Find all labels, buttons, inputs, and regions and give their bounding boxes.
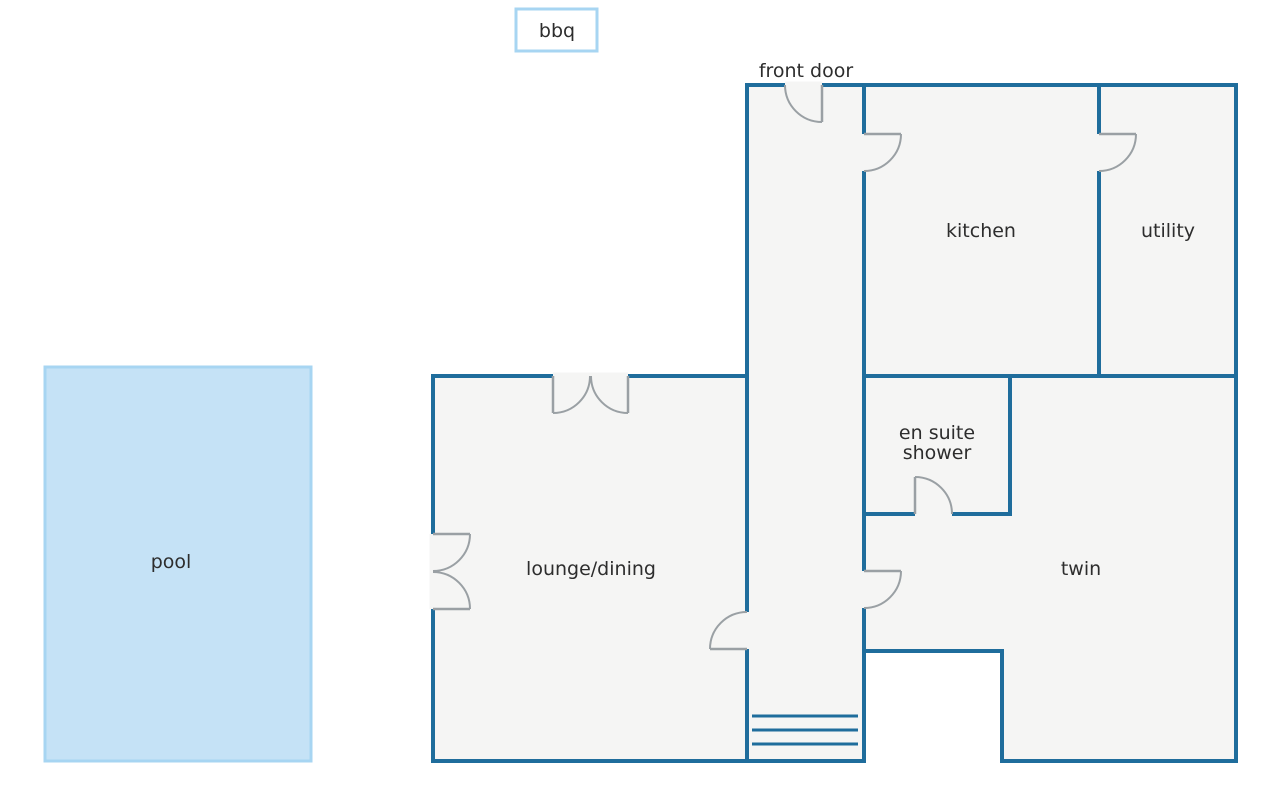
kitchen-door-swing bbox=[863, 132, 902, 172]
en-suite-shower-label: shower bbox=[903, 442, 972, 464]
lounge-hall-door-swing bbox=[709, 611, 748, 651]
building-floor bbox=[433, 85, 1236, 761]
ensuite-door-swing bbox=[913, 476, 953, 515]
stairs bbox=[752, 714, 858, 746]
pool-area bbox=[43, 365, 313, 763]
en-suite-label: en suite bbox=[899, 422, 975, 444]
walls bbox=[431, 83, 1238, 763]
kitchen-label: kitchen bbox=[946, 220, 1016, 242]
twin-label: twin bbox=[1061, 558, 1101, 580]
lounge-dining-label: lounge/dining bbox=[526, 558, 656, 580]
front-door-swing bbox=[784, 84, 824, 123]
lounge-french-doors-side bbox=[432, 532, 471, 611]
utility-door-swing bbox=[1098, 132, 1137, 172]
front-door-label: front door bbox=[759, 60, 854, 82]
utility-label: utility bbox=[1141, 220, 1195, 242]
lounge-french-doors-top bbox=[551, 375, 630, 414]
twin-door-swing bbox=[863, 569, 902, 609]
bbq-label: bbq bbox=[539, 20, 575, 42]
pool-label: pool bbox=[151, 551, 192, 573]
bbq-box bbox=[514, 7, 599, 53]
